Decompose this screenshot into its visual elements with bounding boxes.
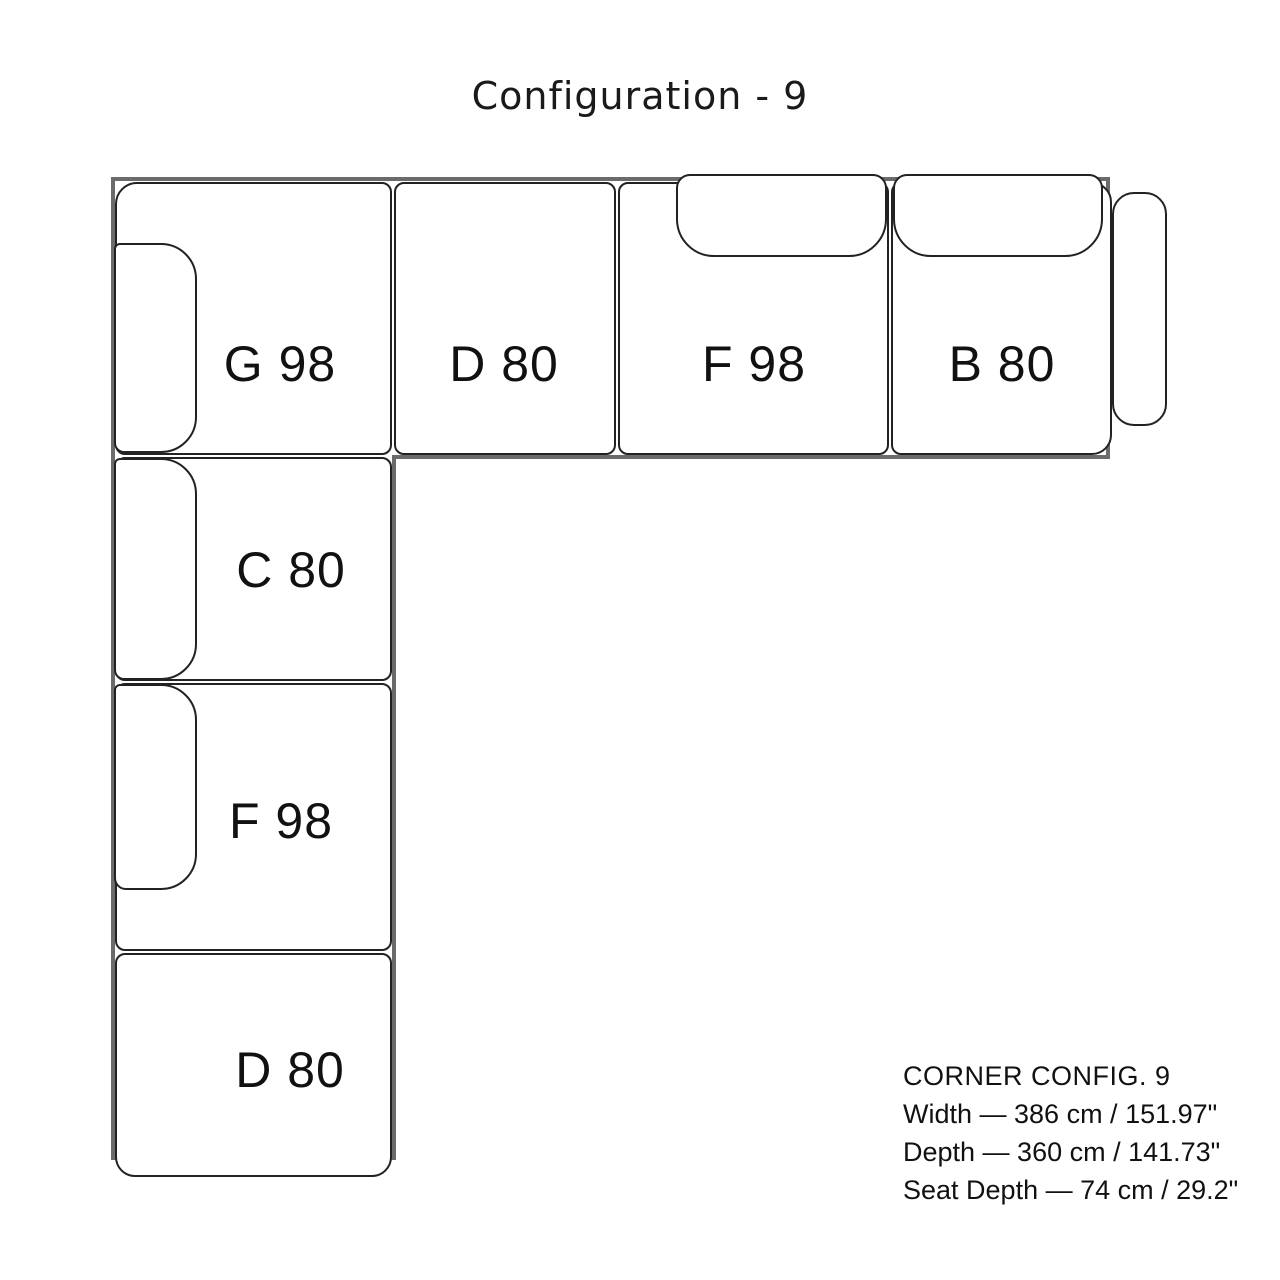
backrest-cushion-top-f98: [676, 174, 887, 257]
armrest-right-b80: [1112, 192, 1167, 426]
label-left-d80: D 80: [235, 1042, 345, 1098]
label-left-c80: C 80: [236, 542, 346, 598]
dimension-width: Width — 386 cm / 151.97": [903, 1099, 1218, 1129]
dimensions-heading: CORNER CONFIG. 9: [903, 1061, 1171, 1091]
backrest-cushion-left-f98: [114, 684, 197, 890]
label-left-f98: F 98: [228, 793, 334, 849]
backrest-cushion-left-c80: [114, 458, 197, 680]
label-top-f98: F 98: [701, 336, 807, 392]
label-corner-g98: G 98: [223, 336, 337, 392]
dimensions-block: CORNER CONFIG. 9 Width — 386 cm / 151.97…: [903, 1057, 1238, 1209]
module-left-d80: [115, 953, 392, 1177]
dimension-depth: Depth — 360 cm / 141.73": [903, 1137, 1221, 1167]
dimension-seat-depth: Seat Depth — 74 cm / 29.2": [903, 1175, 1239, 1205]
page-title: Configuration - 9: [471, 74, 809, 118]
backrest-cushion-corner-g98: [114, 243, 197, 453]
backrest-cushion-top-b80: [893, 174, 1103, 257]
label-top-d80: D 80: [449, 336, 559, 392]
label-top-b80: B 80: [948, 336, 1056, 392]
module-top-d80: [394, 182, 616, 455]
